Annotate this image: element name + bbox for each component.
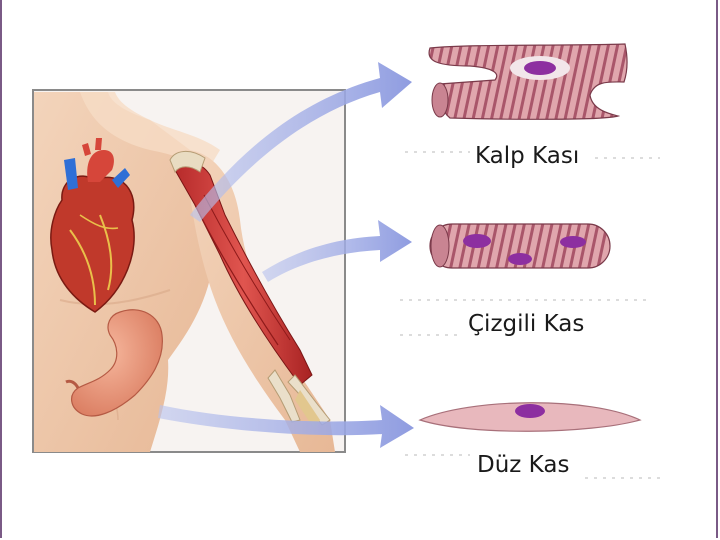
arrow-to-smooth (158, 405, 414, 448)
smooth-muscle-label: Düz Kas (477, 452, 570, 478)
cardiac-muscle-label: Kalp Kası (475, 143, 580, 169)
heart-illustration (50, 138, 135, 313)
arrow-to-skeletal (262, 220, 412, 282)
skeletal-muscle-tissue (429, 223, 611, 269)
stomach-illustration (65, 309, 163, 417)
skeletal-muscle-label: Çizgili Kas (468, 311, 585, 337)
pointer-arrows (158, 62, 414, 448)
label-underlines (400, 151, 665, 479)
smooth-muscle-tissue (418, 402, 642, 432)
arrow-to-cardiac (190, 62, 412, 222)
skeletal-muscle-arm (169, 151, 331, 430)
cardiac-muscle-tissue (428, 43, 628, 120)
